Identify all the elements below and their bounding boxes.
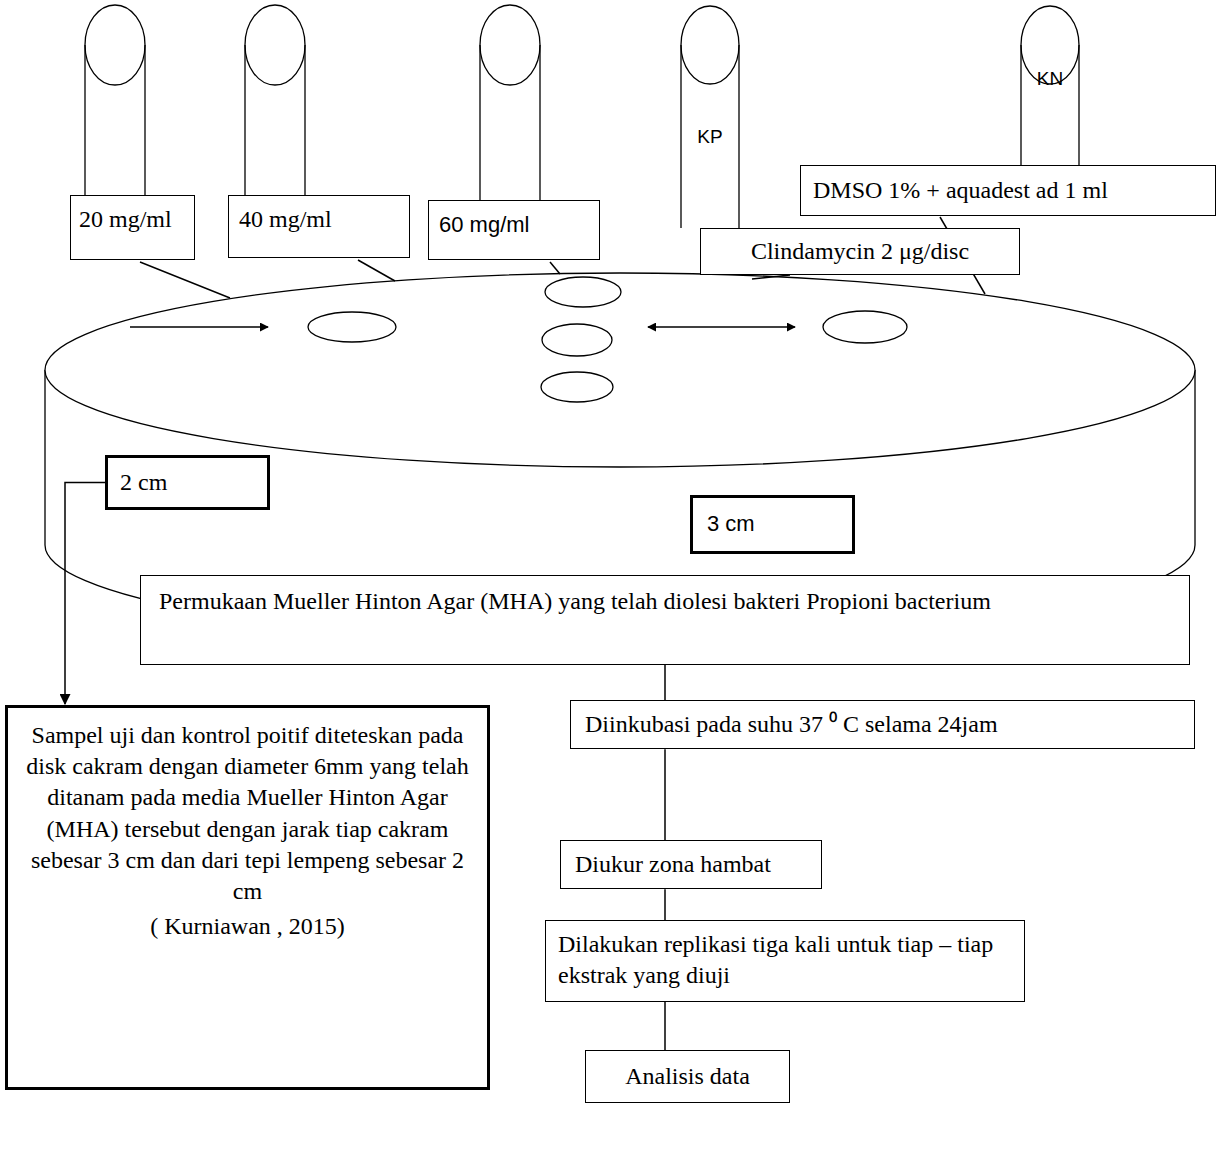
flow-connector <box>664 749 666 840</box>
flow-connector <box>664 1002 666 1050</box>
box-text: 2 cm <box>120 467 255 498</box>
distance-arrow <box>130 326 268 328</box>
tube-side <box>1078 45 1079 165</box>
tube-side <box>84 45 85 195</box>
tube-top <box>245 5 305 85</box>
process-box: 40 mg/ml <box>228 195 410 258</box>
process-box: 3 cm <box>690 495 855 554</box>
tube-shape: KP <box>680 5 740 228</box>
process-box: Permukaan Mueller Hinton Agar (MHA) yang… <box>140 575 1190 665</box>
process-box: Dilakukan replikasi tiga kali untuk tiap… <box>545 920 1025 1002</box>
leader-line <box>358 260 395 281</box>
box-text: 20 mg/ml <box>79 204 186 235</box>
tube-top <box>85 5 145 85</box>
leader-line <box>550 262 560 274</box>
tube-side <box>1020 45 1021 165</box>
box-text: KP <box>680 125 740 150</box>
tube-top <box>681 6 739 84</box>
leader-line <box>140 262 230 298</box>
box-text: KN <box>1020 67 1080 92</box>
process-box: 60 mg/ml <box>428 200 600 260</box>
tube-shape: KN <box>1020 5 1080 165</box>
box-text: Diukur zona hambat <box>575 849 807 880</box>
process-box: Clindamycin 2 μg/disc <box>700 228 1020 275</box>
plate-rim <box>45 273 1195 467</box>
disc <box>541 372 613 402</box>
flow-connector <box>664 889 666 920</box>
disc <box>542 324 612 356</box>
process-box: Diinkubasi pada suhu 37 ⁰ C selama 24jam <box>570 700 1195 749</box>
citation-text: ( Kurniawan , 2015) <box>22 911 473 942</box>
box-text: Clindamycin 2 μg/disc <box>711 236 1009 267</box>
tube-side <box>680 45 681 228</box>
box-text: 40 mg/ml <box>239 204 399 235</box>
disc <box>823 311 907 343</box>
leader-line <box>752 275 790 279</box>
box-text: Dilakukan replikasi tiga kali untuk tiap… <box>558 929 1012 991</box>
tube-top <box>480 5 540 85</box>
box-text: Sampel uji dan kontrol poitif diteteskan… <box>22 720 473 907</box>
box-text: 3 cm <box>707 510 838 539</box>
flow-connector <box>65 483 105 704</box>
tube-side <box>479 45 480 200</box>
process-box: 2 cm <box>105 455 270 510</box>
distance-arrow <box>648 326 795 328</box>
tube-side <box>738 45 739 228</box>
disc <box>545 277 621 307</box>
tube-outline <box>680 5 740 228</box>
tube-side <box>304 45 305 195</box>
tube-side <box>144 45 145 195</box>
process-box: Diukur zona hambat <box>560 840 822 889</box>
box-text: Diinkubasi pada suhu 37 ⁰ C selama 24jam <box>585 709 1180 740</box>
box-text: DMSO 1% + aquadest ad 1 ml <box>813 175 1203 206</box>
process-box: Analisis data <box>585 1050 790 1103</box>
box-text: Analisis data <box>596 1061 779 1092</box>
disc <box>308 312 396 342</box>
tube-side <box>244 45 245 195</box>
process-box: Sampel uji dan kontrol poitif diteteskan… <box>5 705 490 1090</box>
box-text: 60 mg/ml <box>439 211 589 240</box>
box-text: Permukaan Mueller Hinton Agar (MHA) yang… <box>159 586 1039 617</box>
tube-side <box>539 45 540 200</box>
flow-connector <box>664 665 666 700</box>
process-box: DMSO 1% + aquadest ad 1 ml <box>800 165 1216 216</box>
process-box: 20 mg/ml <box>70 195 195 260</box>
